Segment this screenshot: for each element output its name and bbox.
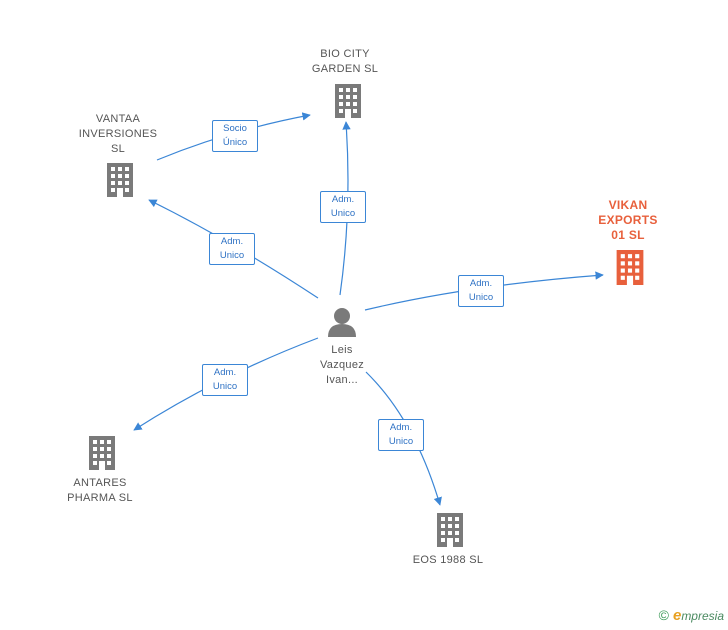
edge-label-person-bio: Adm. Unico [320,191,366,223]
edge-label-person-vikan: Adm. Unico [458,275,504,307]
edge-label-person-vantaa: Adm. Unico [209,233,255,265]
node-label-vikan[interactable]: VIKAN EXPORTS 01 SL [598,198,658,242]
person-icon[interactable] [328,308,356,337]
copyright-symbol: © [658,607,669,623]
node-label-antares[interactable]: ANTARES PHARMA SL [67,477,133,504]
node-label-vantaa[interactable]: VANTAA INVERSIONES SL [78,113,158,155]
edge-label-person-eos: Adm. Unico [378,419,424,451]
building-icon[interactable] [107,163,133,197]
edge-label-vantaa-bio: Socio Único [212,120,258,152]
brand-logo-e: e [672,607,682,624]
node-label-person[interactable]: Leis Vazquez Ivan... [319,344,365,386]
edge-label-person-antares: Adm. Unico [202,364,248,396]
empresia-brand: ©empresia [659,607,724,624]
node-label-eos[interactable]: EOS 1988 SL [412,554,484,566]
building-icon[interactable] [89,436,115,470]
building-icon[interactable] [335,84,361,118]
node-label-bio-city[interactable]: BIO CITY GARDEN SL [311,48,379,75]
building-icon[interactable] [616,250,644,285]
building-icon[interactable] [437,513,463,547]
brand-name: mpresia [681,609,724,623]
